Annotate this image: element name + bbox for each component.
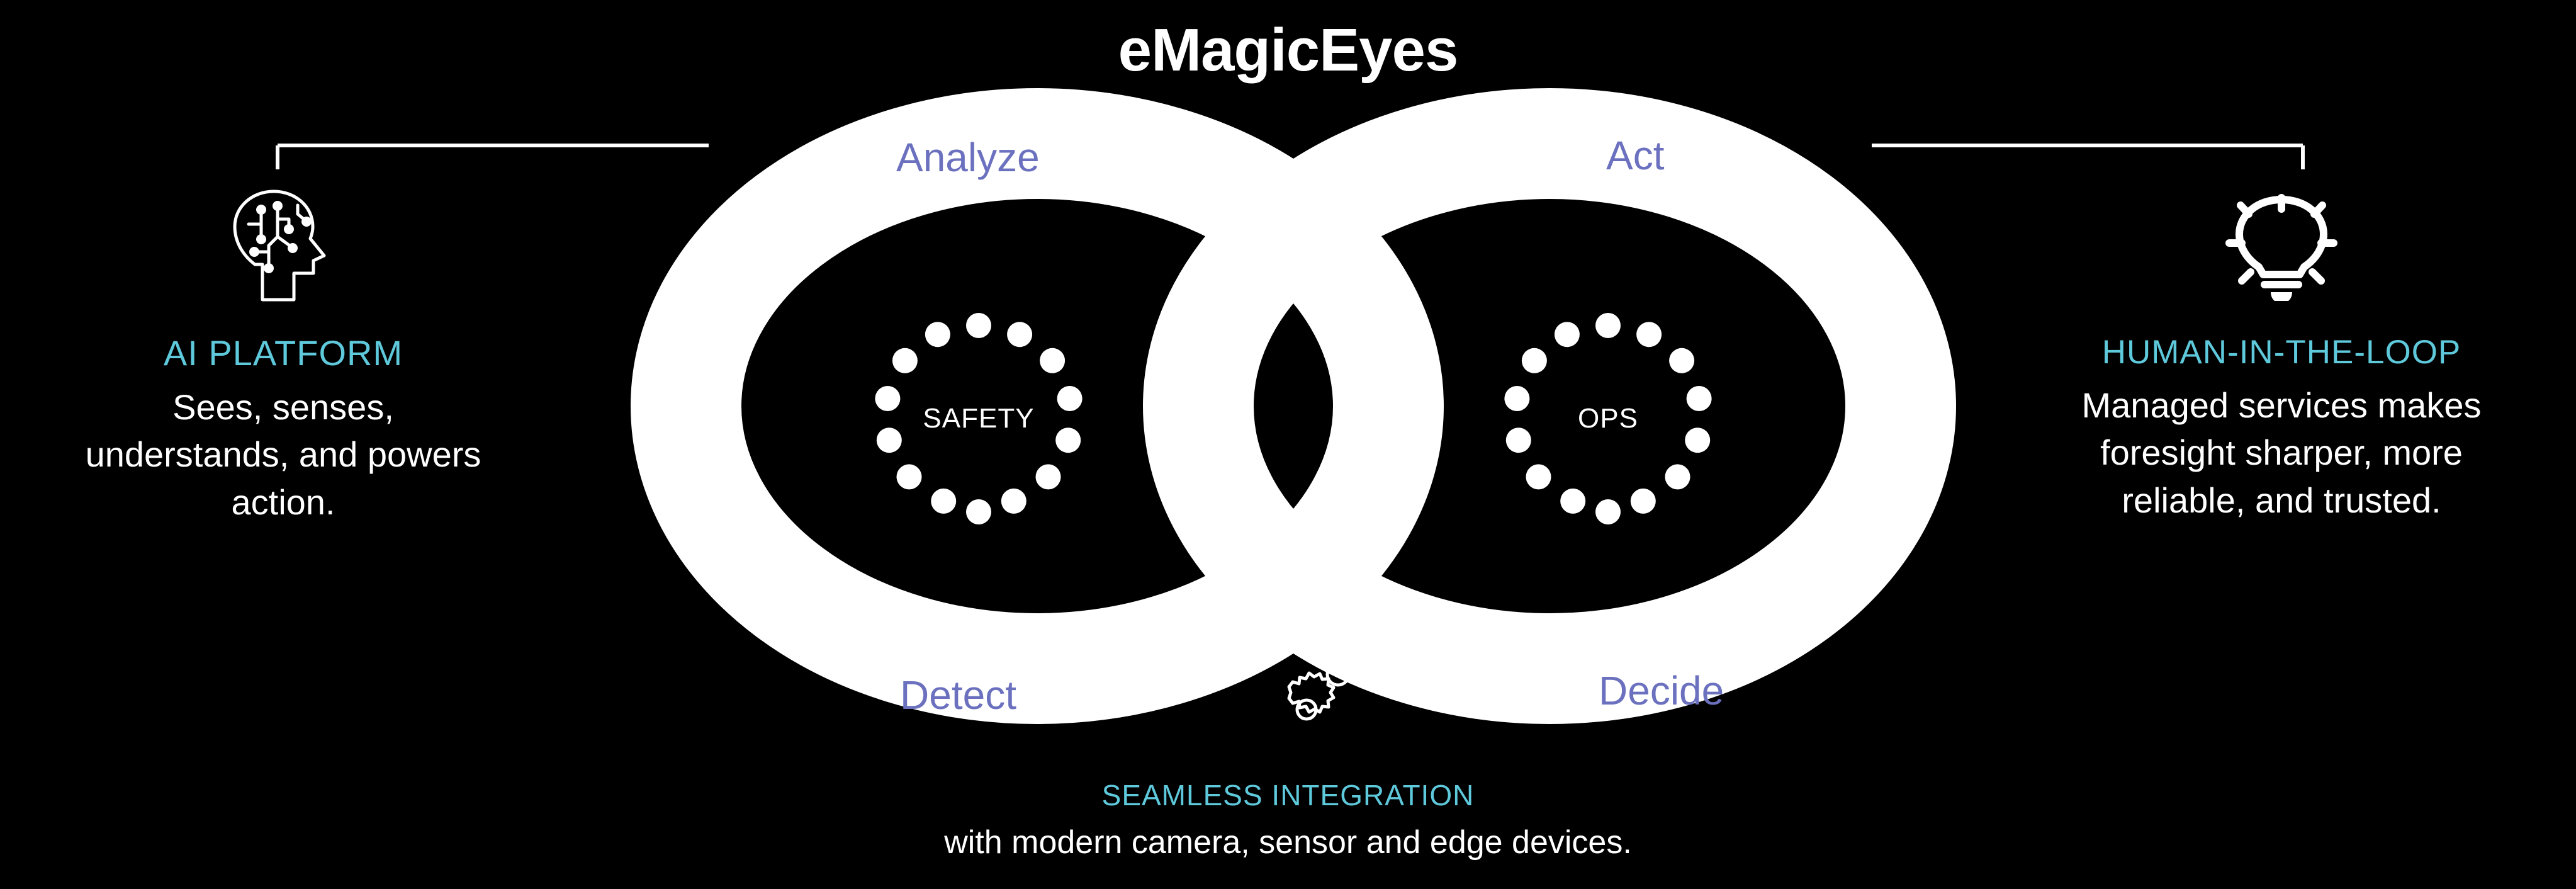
ai-head-circuit-icon [25, 183, 541, 309]
panel-ai-platform-body: Sees, senses, understands, and powers ac… [85, 387, 481, 522]
core-safety: SAFETY [846, 286, 1111, 551]
safety-dot-ring-icon [875, 313, 1083, 524]
ops-dot-ring-icon [1504, 313, 1712, 524]
infinity-loop-diagram [629, 88, 1957, 724]
loop-stage-analyze[interactable]: Analyze [896, 135, 1040, 180]
caption-heading: SEAMLESS INTEGRATION [1101, 779, 1475, 812]
panel-ai-platform: AI PLATFORM Sees, senses, understands, a… [25, 183, 541, 526]
panel-ai-platform-heading: AI PLATFORM [163, 333, 403, 373]
bracket-left [276, 144, 710, 171]
core-ops-label: OPS [1578, 403, 1638, 434]
loop-stage-act[interactable]: Act [1606, 133, 1665, 178]
lightbulb-idea-icon [2023, 183, 2539, 309]
panel-human-in-the-loop: HUMAN-IN-THE-LOOP Managed services makes… [2023, 183, 2539, 524]
loop-stage-detect[interactable]: Detect [900, 672, 1016, 718]
page-title: eMagicEyes [1118, 16, 1459, 84]
caption-seamless-integration: SEAMLESS INTEGRATION with modern camera,… [0, 779, 2576, 862]
core-ops: OPS [1476, 286, 1740, 551]
loop-stage-decide[interactable]: Decide [1599, 668, 1724, 713]
panel-human-in-the-loop-body: Managed services makes foresight sharper… [2081, 385, 2482, 520]
infinity-left-loop [631, 88, 1444, 724]
infinity-right-loop [1143, 88, 1956, 724]
panel-human-in-the-loop-heading: HUMAN-IN-THE-LOOP [2101, 334, 2461, 371]
core-safety-label: SAFETY [923, 403, 1035, 434]
bracket-right [1870, 144, 2305, 171]
caption-body: with modern camera, sensor and edge devi… [944, 824, 1632, 861]
gears-icon [1275, 640, 1376, 734]
